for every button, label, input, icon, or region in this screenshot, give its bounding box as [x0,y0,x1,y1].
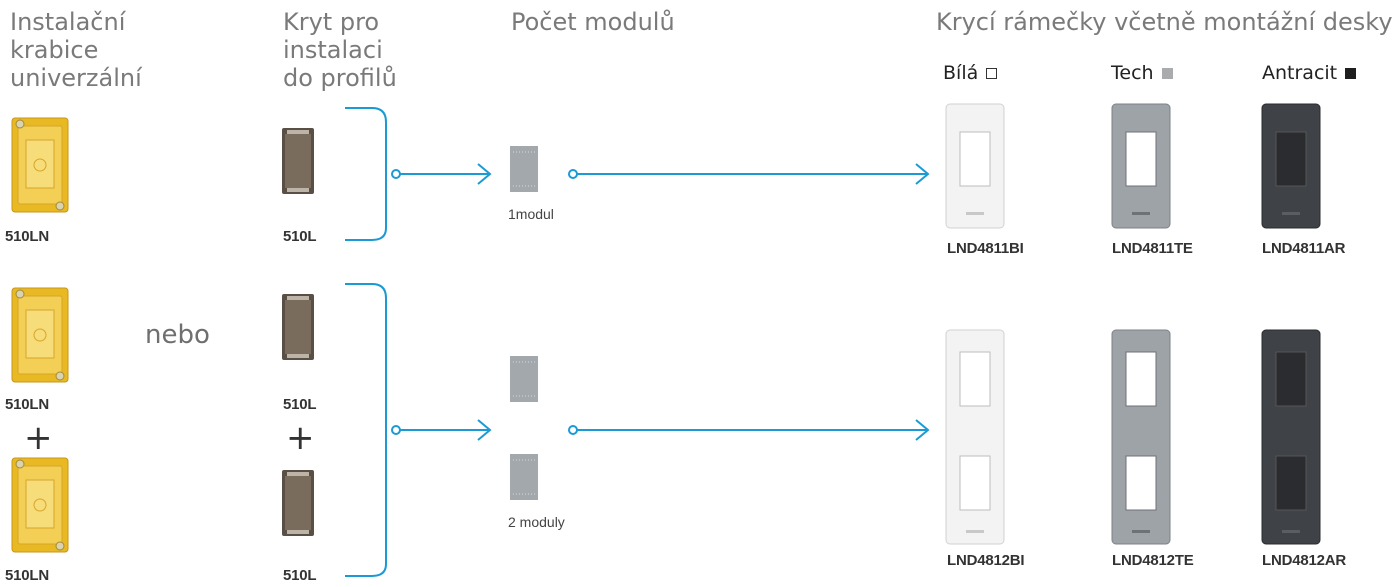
plus-sign: + [24,418,53,458]
plus-sign: + [286,418,315,458]
cover-image [282,128,314,194]
module-image [509,453,539,501]
module-image [509,355,539,403]
module-count-two: 2 moduly [508,514,565,530]
heading-modules: Počet modulů [511,8,675,36]
tech-swatch-icon [1161,68,1173,79]
or-label: nebo [145,320,210,350]
frame-tech-2-module [1111,329,1171,545]
arrow-row-2-b [568,419,930,441]
frame-antracit-1-module [1261,103,1321,229]
arrow-row-1-a [391,163,492,185]
legend-antracit-label: Antracit [1262,62,1338,84]
white-swatch-icon [986,68,998,79]
installation-box-image [11,117,69,213]
frame-code-white-1: LND4811BI [947,240,1024,257]
legend-antracit: Antracit [1262,62,1357,84]
module-image [509,145,539,193]
heading-cover-line-3: do profilů [283,64,397,92]
installation-box-image [11,457,69,553]
box-code-label: 510LN [5,396,50,413]
heading-frames: Krycí rámečky včetně montážní desky [936,8,1393,36]
box-code-label: 510LN [5,228,50,245]
legend-white-label: Bílá [943,62,979,84]
legend-white: Bílá [943,62,998,84]
installation-box-image [11,287,69,383]
cover-image [282,470,314,536]
legend-tech: Tech [1111,62,1173,84]
arrow-row-1-b [568,163,930,185]
frame-code-antracit-2: LND4812AR [1262,552,1347,569]
arrow-row-2-a [391,419,492,441]
heading-box-line-1: Instalační [10,8,126,36]
frame-code-white-2: LND4812BI [947,552,1025,569]
legend-tech-label: Tech [1111,62,1154,84]
cover-code-label: 510L [283,567,317,584]
heading-box-line-3: univerzální [10,64,142,92]
heading-cover-line-2: instalaci [283,36,383,64]
frame-code-tech-2: LND4812TE [1112,552,1194,569]
box-code-label: 510LN [5,567,50,584]
cover-image [282,294,314,360]
frame-tech-1-module [1111,103,1171,229]
heading-cover-line-1: Kryt pro [283,8,380,36]
cover-code-label: 510L [283,396,317,413]
module-count-one: 1modul [508,206,554,222]
frame-code-tech-1: LND4811TE [1112,240,1193,257]
brace-row-1 [345,107,387,241]
frame-white-2-module [945,329,1005,545]
heading-profile-cover: Kryt pro instalaci do profilů [283,8,397,92]
frame-antracit-2-module [1261,329,1321,545]
cover-code-label: 510L [283,228,317,245]
heading-box-line-2: krabice [10,36,99,64]
brace-row-2 [345,283,387,577]
heading-installation-box: Instalační krabice univerzální [10,8,142,92]
frame-white-1-module [945,103,1005,229]
antracit-swatch-icon [1345,68,1357,79]
frame-code-antracit-1: LND4811AR [1262,240,1346,257]
